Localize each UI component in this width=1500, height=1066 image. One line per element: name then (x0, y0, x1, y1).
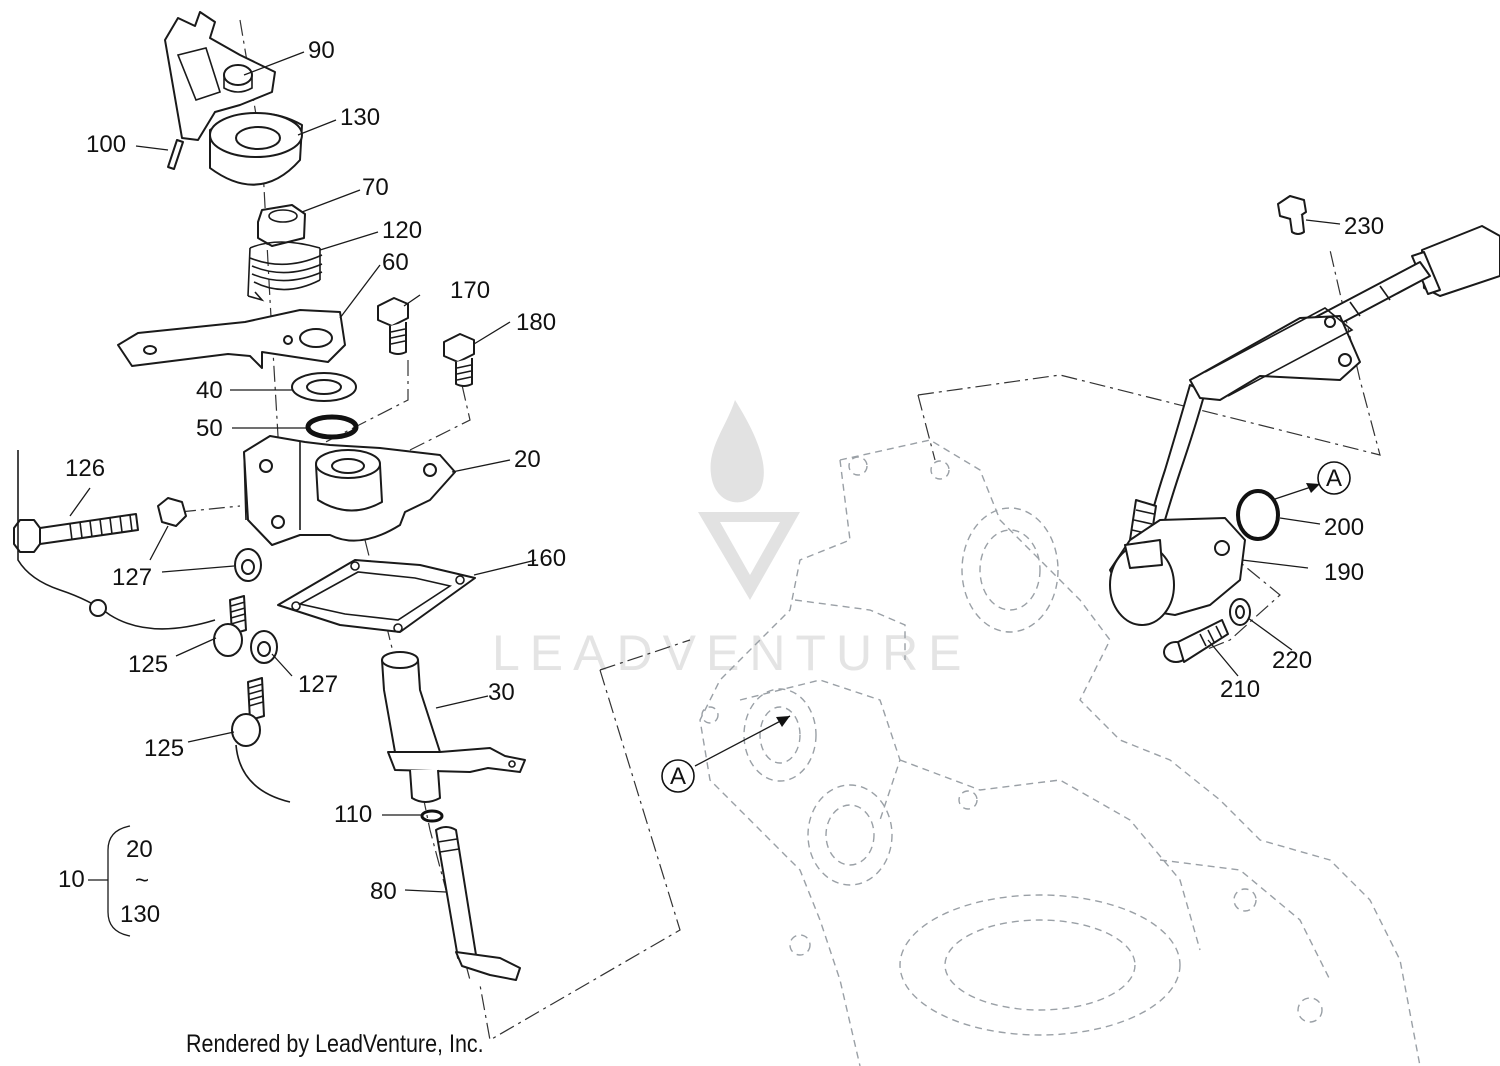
part-120-spring[interactable] (247, 241, 323, 302)
callout-170[interactable]: 170 (450, 277, 490, 304)
part-220-washer[interactable] (1229, 598, 1251, 626)
part-60-lever-arm[interactable] (117, 309, 346, 369)
part-40-washer[interactable] (291, 372, 357, 402)
part-80-shaft[interactable] (435, 826, 521, 981)
part-160-gasket[interactable] (277, 559, 476, 633)
engine-housing-ghost (699, 439, 1421, 1066)
part-70-nut[interactable] (257, 204, 306, 247)
callout-200[interactable]: 200 (1324, 514, 1364, 541)
part-230-bolt[interactable] (1277, 195, 1307, 235)
part-190-sensor[interactable] (1109, 517, 1246, 626)
part-125-screw-upper[interactable] (213, 595, 247, 657)
part-127-washer-a[interactable] (234, 548, 262, 582)
callout-190[interactable]: 190 (1324, 559, 1364, 586)
part-130-collar[interactable] (209, 112, 303, 186)
callout-126[interactable]: 126 (65, 455, 105, 482)
reference-a-label: A (670, 763, 686, 790)
reference-a-housing[interactable]: A (661, 759, 695, 793)
part-20-housing-plate[interactable] (243, 435, 456, 546)
callout-180[interactable]: 180 (516, 309, 556, 336)
part-180-bolt[interactable] (443, 333, 475, 387)
callout-30[interactable]: 30 (488, 679, 515, 706)
part-200-o-ring[interactable] (1236, 489, 1280, 541)
part-50-o-ring[interactable] (305, 414, 359, 440)
part-100-pin[interactable] (167, 139, 184, 170)
group-id: 10 (58, 866, 85, 893)
callout-40[interactable]: 40 (196, 377, 223, 404)
part-127-nut-upper[interactable] (157, 497, 187, 527)
part-210-screw[interactable] (1163, 619, 1229, 663)
callout-100[interactable]: 100 (86, 131, 126, 158)
callout-210[interactable]: 210 (1220, 676, 1260, 703)
part-90-lever-bracket[interactable] (164, 11, 276, 141)
watermark: LEADVENTURE (492, 400, 972, 681)
part-126-long-bolt[interactable] (13, 450, 216, 630)
part-110-clip[interactable] (420, 809, 444, 823)
group-to: 130 (120, 901, 160, 928)
reference-a-label: A (1326, 465, 1342, 492)
leader-lines (69, 51, 1341, 893)
reference-a-sensor[interactable]: A (1317, 461, 1351, 495)
callout-50[interactable]: 50 (196, 415, 223, 442)
callout-125-a[interactable]: 125 (128, 651, 168, 678)
part-127-washer-b[interactable] (250, 630, 278, 664)
flame-v-logo-icon (698, 400, 800, 600)
callout-120[interactable]: 120 (382, 217, 422, 244)
callout-20[interactable]: 20 (514, 446, 541, 473)
group-from: 20 (126, 836, 153, 863)
group-bracket-10: 10 20 ~ 130 (58, 825, 160, 937)
callout-127-b[interactable]: 127 (298, 671, 338, 698)
watermark-text: LEADVENTURE (492, 625, 972, 681)
group-tilde: ~ (135, 867, 149, 894)
callout-110[interactable]: 110 (334, 801, 372, 828)
callout-60[interactable]: 60 (382, 249, 409, 276)
callout-230[interactable]: 230 (1344, 213, 1384, 240)
part-170-bolt[interactable] (377, 297, 409, 355)
callout-130[interactable]: 130 (340, 104, 380, 131)
callout-160[interactable]: 160 (526, 545, 566, 572)
callout-80[interactable]: 80 (370, 878, 397, 905)
callout-70[interactable]: 70 (362, 174, 389, 201)
render-credit: Rendered by LeadVenture, Inc. (186, 1030, 484, 1058)
callout-220[interactable]: 220 (1272, 647, 1312, 674)
callouts: 90 100 130 70 120 60 170 180 40 50 20 12… (65, 37, 1384, 905)
callout-90[interactable]: 90 (308, 37, 335, 64)
part-30-shaft[interactable] (381, 651, 526, 803)
callout-127-a[interactable]: 127 (112, 564, 152, 591)
callout-125-b[interactable]: 125 (144, 735, 184, 762)
part-125-screw-lower[interactable] (231, 677, 291, 803)
sensor-harness[interactable] (1129, 225, 1500, 546)
